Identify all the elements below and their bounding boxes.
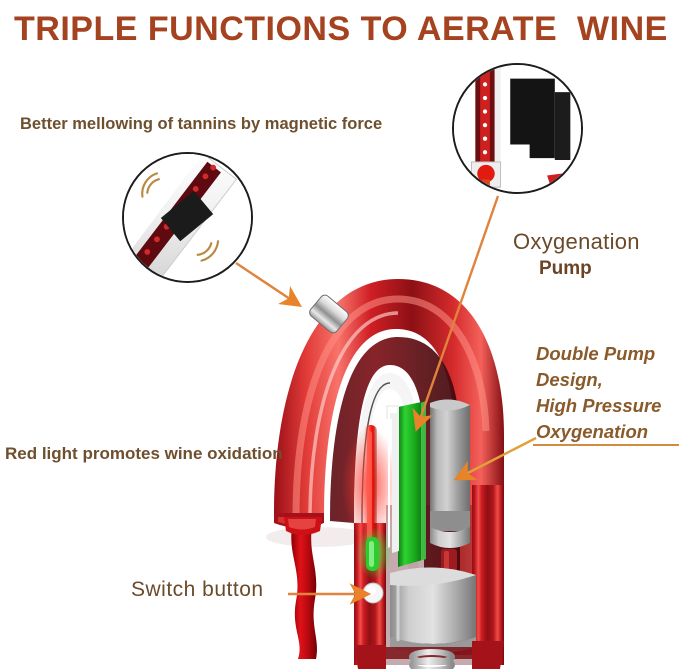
magnet-bar (160, 190, 214, 242)
inset-pump-closeup (452, 63, 583, 194)
base-spring (386, 647, 478, 669)
wine-aerator-illustration (266, 279, 504, 669)
green-circuit-panel (386, 401, 426, 567)
double-pump-line-1: Double Pump (536, 343, 656, 364)
label-red-light: Red light promotes wine oxidation (5, 444, 283, 463)
label-oxygenation-line2: Pump (539, 258, 592, 279)
chrome-collar-icon (309, 294, 349, 334)
label-switch-button: Switch button (131, 578, 264, 601)
pump-cylinder-lower (390, 567, 476, 654)
label-double-pump: Double Pump Design, High Pressure Oxygen… (536, 341, 679, 445)
double-pump-line-2: Design, (536, 369, 603, 390)
label-oxygenation-pump: Oxygenation Pump (513, 228, 673, 282)
page-title: TRIPLE FUNCTIONS TO AERATE WINE (14, 10, 668, 48)
red-light-strip (342, 425, 398, 557)
double-pump-underline (533, 444, 679, 446)
label-magnetic-force: Better mellowing of tannins by magnetic … (20, 115, 383, 133)
double-pump-line-4: Oxygenation (536, 421, 649, 442)
label-oxygenation-line1: Oxygenation (513, 229, 640, 254)
base-skirt-right (472, 641, 504, 669)
inset-magnet-closeup (122, 152, 253, 283)
double-pump-line-3: High Pressure (536, 395, 662, 416)
base-skirt-left (354, 645, 386, 669)
pump-block (510, 78, 555, 159)
